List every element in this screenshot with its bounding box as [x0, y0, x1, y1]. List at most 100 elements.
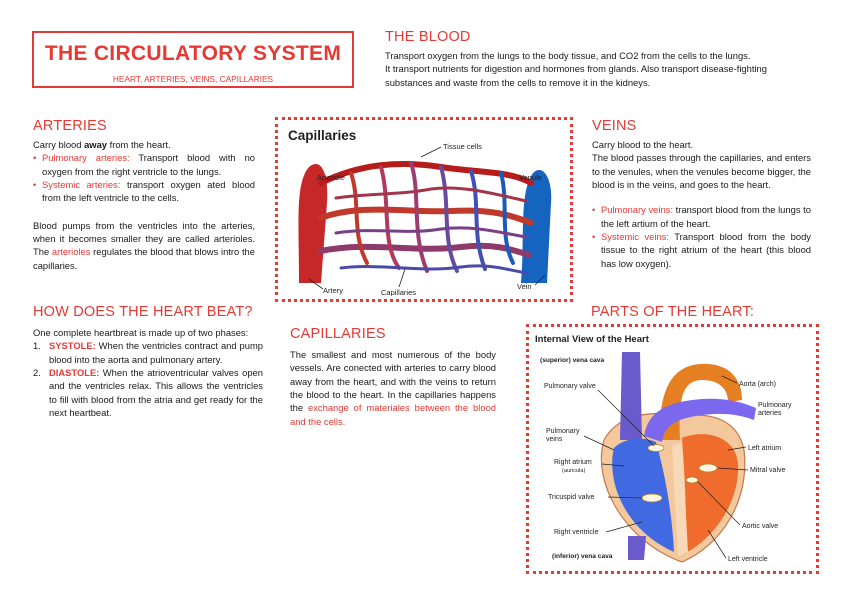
page-subtitle: HEART, ARTERIES, VEINS, CAPILLARIES: [112, 73, 274, 84]
arteries-heading: ARTERIES: [33, 118, 107, 134]
tricuspid-valve-shape: [641, 493, 663, 503]
heartbeat-section: HOW DOES THE HEART BEAT? One complete he…: [33, 304, 263, 419]
diastole-text: When the atrioventricular valves open an…: [49, 366, 263, 418]
veins-bullet-systemic: • Systemic veins: Transport blood from th…: [592, 230, 811, 270]
pulmonary-veins-text: transport blood from the lungs to the le…: [601, 204, 812, 229]
leader-line: [601, 463, 625, 467]
label-vein: Vein: [517, 282, 532, 291]
bullet-dot: •: [592, 204, 596, 216]
superior-vena-cava-shape: [620, 352, 642, 440]
label-aortic-valve: Aortic valve: [742, 523, 778, 530]
label-pulmonary-valve: Pulmonary valve: [544, 383, 596, 390]
leader-line: [721, 375, 738, 384]
bullet-dot: •: [33, 152, 37, 164]
arteries-intro-pre: Carry blood: [33, 138, 85, 150]
leader-line: [597, 389, 655, 447]
leader-line: [583, 435, 615, 451]
arteries-para-pre: Blood pumps from the ventricles into the…: [33, 219, 255, 258]
heart-parts-heading: PARTS OF THE HEART:: [591, 304, 755, 320]
label-superior-vena-cava: (superior) vena cava: [540, 357, 604, 364]
step-systole: 1. SYSTOLE: When the ventricles contract …: [33, 339, 263, 366]
diastole-label: DIASTOLE:: [49, 366, 100, 378]
leader-line: [717, 467, 749, 471]
blood-section: THE BLOOD Transport oxygen from the lung…: [385, 29, 815, 89]
heart-figure-title: Internal View of the Heart: [535, 334, 650, 345]
pulmonary-valve-shape: [647, 444, 665, 452]
label-venule: Venule: [519, 173, 542, 182]
step-diastole: 2. DIASTOLE: When the atrioventricular va…: [33, 366, 263, 419]
arteries-bullet-pulmonary: • Pulmonary arteries: Transport blood wit…: [33, 151, 255, 178]
heartbeat-steps: 1. SYSTOLE: When the ventricles contract …: [33, 339, 263, 419]
leader-line: [697, 481, 741, 526]
label-tricuspid-valve: Tricuspid valve: [548, 494, 595, 501]
systemic-veins-label: Systemic veins:: [601, 231, 669, 242]
label-pulmonary-arteries-1: Pulmonary: [758, 402, 792, 409]
capillaries-paragraph: The smallest and most numerous of the bo…: [290, 348, 496, 428]
label-right-ventricle: Right ventricle: [554, 529, 598, 536]
heartbeat-intro: One complete heartbreat is made up of tw…: [33, 326, 249, 338]
label-left-atrium: Left atrium: [748, 445, 781, 452]
label-capillaries: Capillaries: [381, 288, 416, 296]
arteries-paragraph: Blood pumps from the ventricles into the…: [33, 219, 255, 272]
leader-line: [534, 274, 546, 286]
pulmonary-arteries-label: Pulmonary arteries:: [42, 152, 130, 164]
pulmonary-veins-label: Pulmonary veins:: [601, 204, 673, 216]
heartbeat-heading: HOW DOES THE HEART BEAT?: [33, 304, 253, 320]
capillaries-figure: Capillaries Tissue cells Arteriole Venul…: [281, 123, 567, 297]
capillaries-section: CAPILLARIES The smallest and most numero…: [290, 326, 496, 428]
arteries-bullet-systemic: •Systemic arteries: transport oxygen ate…: [33, 178, 255, 205]
label-right-atrium: Right atrium: [554, 459, 592, 466]
capillary-network: [318, 161, 534, 275]
label-pulmonary-veins-2: veins: [546, 436, 563, 443]
arteries-intro: Carry blood away from the heart.: [33, 138, 255, 151]
label-arteriole: Arteriole: [317, 173, 345, 182]
heart-figure: Internal View of the Heart (superior) ve…: [532, 330, 813, 568]
capillaries-heading: CAPILLARIES: [290, 326, 386, 342]
title-box: THE CIRCULATORY SYSTEM HEART, ARTERIES, …: [32, 31, 354, 88]
veins-bullet-pulmonary: • Pulmonary veins: transport blood from t…: [592, 203, 811, 230]
leader-line: [308, 278, 324, 290]
blood-line1: Transport oxygen from the lungs to the b…: [385, 49, 751, 61]
mitral-valve-shape: [698, 463, 718, 473]
bullet-dot: •: [592, 231, 596, 242]
arterioles-highlight: arterioles: [51, 246, 91, 258]
arteries-section: ARTERIES Carry blood away from the heart…: [33, 118, 255, 272]
arteries-intro-bold: away: [84, 138, 108, 150]
exchange-highlight: exchange of materiales between the blood…: [290, 402, 496, 427]
blood-heading: THE BLOOD: [385, 29, 471, 45]
page-title: THE CIRCULATORY SYSTEM: [44, 42, 342, 65]
aorta-shape: [659, 363, 742, 440]
label-pulmonary-veins-1: Pulmonary: [546, 428, 580, 435]
right-chambers-shape: [612, 438, 674, 552]
leader-line: [607, 496, 643, 499]
veins-intro: Carry blood to the heart.: [592, 138, 694, 150]
veins-paragraph: The blood passes through the capillaries…: [592, 152, 811, 190]
pulmonary-arteries-text: Transport blood with no oxygen from the …: [42, 152, 256, 177]
capillaries-figure-title: Capillaries: [288, 128, 356, 143]
systole-label: SYSTOLE:: [49, 340, 96, 352]
leader-line: [707, 529, 727, 559]
veins-section: VEINS Carry blood to the heart. The bloo…: [592, 118, 811, 270]
leader-line: [605, 521, 643, 533]
systemic-veins-text: Transport blood from the body tissue to …: [601, 231, 811, 269]
leader-line: [398, 268, 406, 288]
leader-line: [420, 146, 442, 158]
label-left-ventricle: Left ventricle: [728, 556, 768, 563]
bullet-dot: •: [33, 178, 37, 190]
veins-heading: VEINS: [592, 118, 637, 134]
heart-figure-frame: Internal View of the Heart (superior) ve…: [526, 324, 819, 574]
step-number: 1.: [33, 340, 41, 352]
blood-line2: It transport nutrients for digestion and…: [385, 63, 767, 88]
inferior-vena-cava-shape: [628, 536, 646, 560]
label-pulmonary-arteries-2: arteries: [758, 410, 782, 417]
step-number: 2.: [33, 366, 41, 378]
leader-line: [727, 446, 747, 451]
arteries-intro-post: from the heart.: [107, 138, 171, 150]
systemic-arteries-text: transport oxygen ated blood from the lef…: [42, 178, 255, 204]
systole-text: When the ventricles contract and pump bl…: [49, 340, 263, 365]
label-mitral-valve: Mitral valve: [750, 467, 786, 474]
arteries-para-post: regulates the blood that blows intro the…: [33, 246, 255, 271]
septum-shape: [672, 442, 688, 556]
capillaries-figure-frame: Capillaries Tissue cells Arteriole Venul…: [275, 117, 573, 302]
pulmonary-artery-shape: [644, 398, 756, 442]
